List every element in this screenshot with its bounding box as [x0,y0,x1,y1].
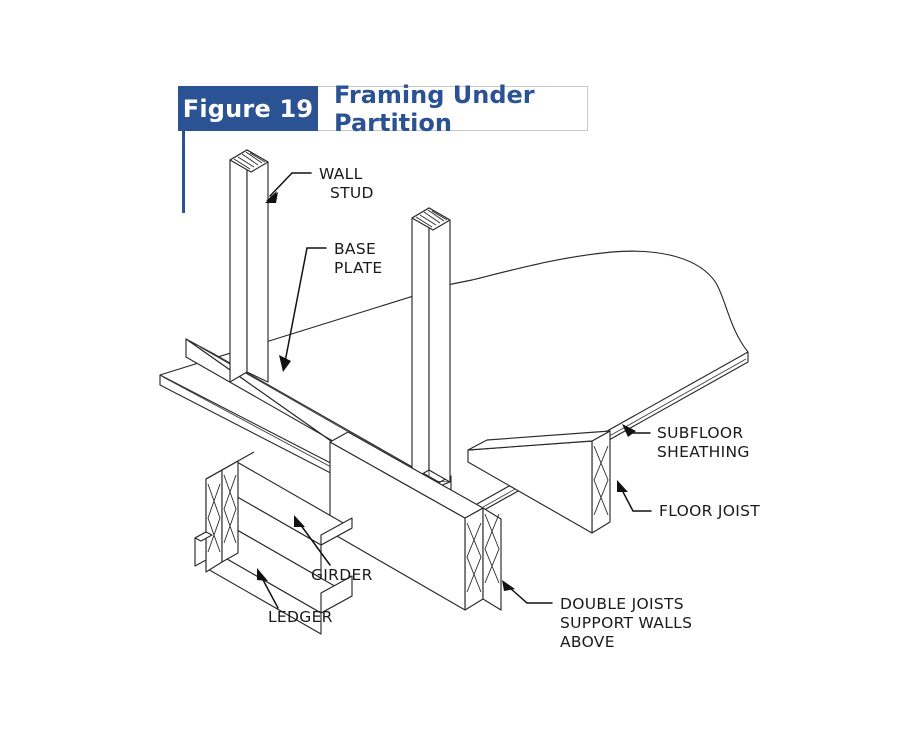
wall-stud-right-part [411,207,451,491]
label-subfloor-line2: SHEATHING [657,443,750,461]
end-grain-x-hatch [484,513,500,584]
ledger-part [205,529,353,635]
label-double-joists-line3: ABOVE [560,633,615,651]
label-base-plate-line2: PLATE [334,259,383,277]
end-grain-x-hatch [593,445,609,516]
wood-grain-hatch [233,151,266,170]
label-girder-line1: GIRDER [311,566,373,584]
leader-floor-joist [617,480,652,512]
label-wall-stud-line1: WALL [319,165,363,183]
label-base-plate-line1: BASE [334,240,376,258]
label-double-joists-line2: SUPPORT WALLS [560,614,692,632]
label-double-joists-line1: DOUBLE JOISTS [560,595,684,613]
leader-ledger [257,568,279,609]
label-floor-joist-line1: FLOOR JOIST [659,502,760,520]
label-ledger-line1: LEDGER [268,608,333,626]
leader-wall-stud [265,172,312,203]
leader-subfloor [622,424,651,437]
figure-number-label: Figure 19 [182,94,314,123]
figure-title-bar: Figure 19 Framing Under Partition [178,81,588,137]
left-joist-pair-part [194,451,255,573]
figure-number-tag: Figure 19 [178,86,318,131]
end-grain-x-hatch [466,522,482,593]
figure-title-box: Framing Under Partition [318,81,588,137]
label-wall-stud-line2: STUD [330,184,374,202]
figure-title-label: Framing Under Partition [334,80,535,137]
label-subfloor-line1: SUBFLOOR [657,424,743,442]
wood-grain-hatch [415,209,448,228]
wall-stud-left-part [229,149,269,383]
floor-joist-right-part [467,430,611,534]
double-joists-part [329,431,502,611]
end-grain-x-hatch [207,474,237,553]
leader-girder [294,515,331,566]
leader-base-plate [279,247,327,372]
title-vertical-rule [182,131,185,213]
leader-double-joists [502,580,553,604]
